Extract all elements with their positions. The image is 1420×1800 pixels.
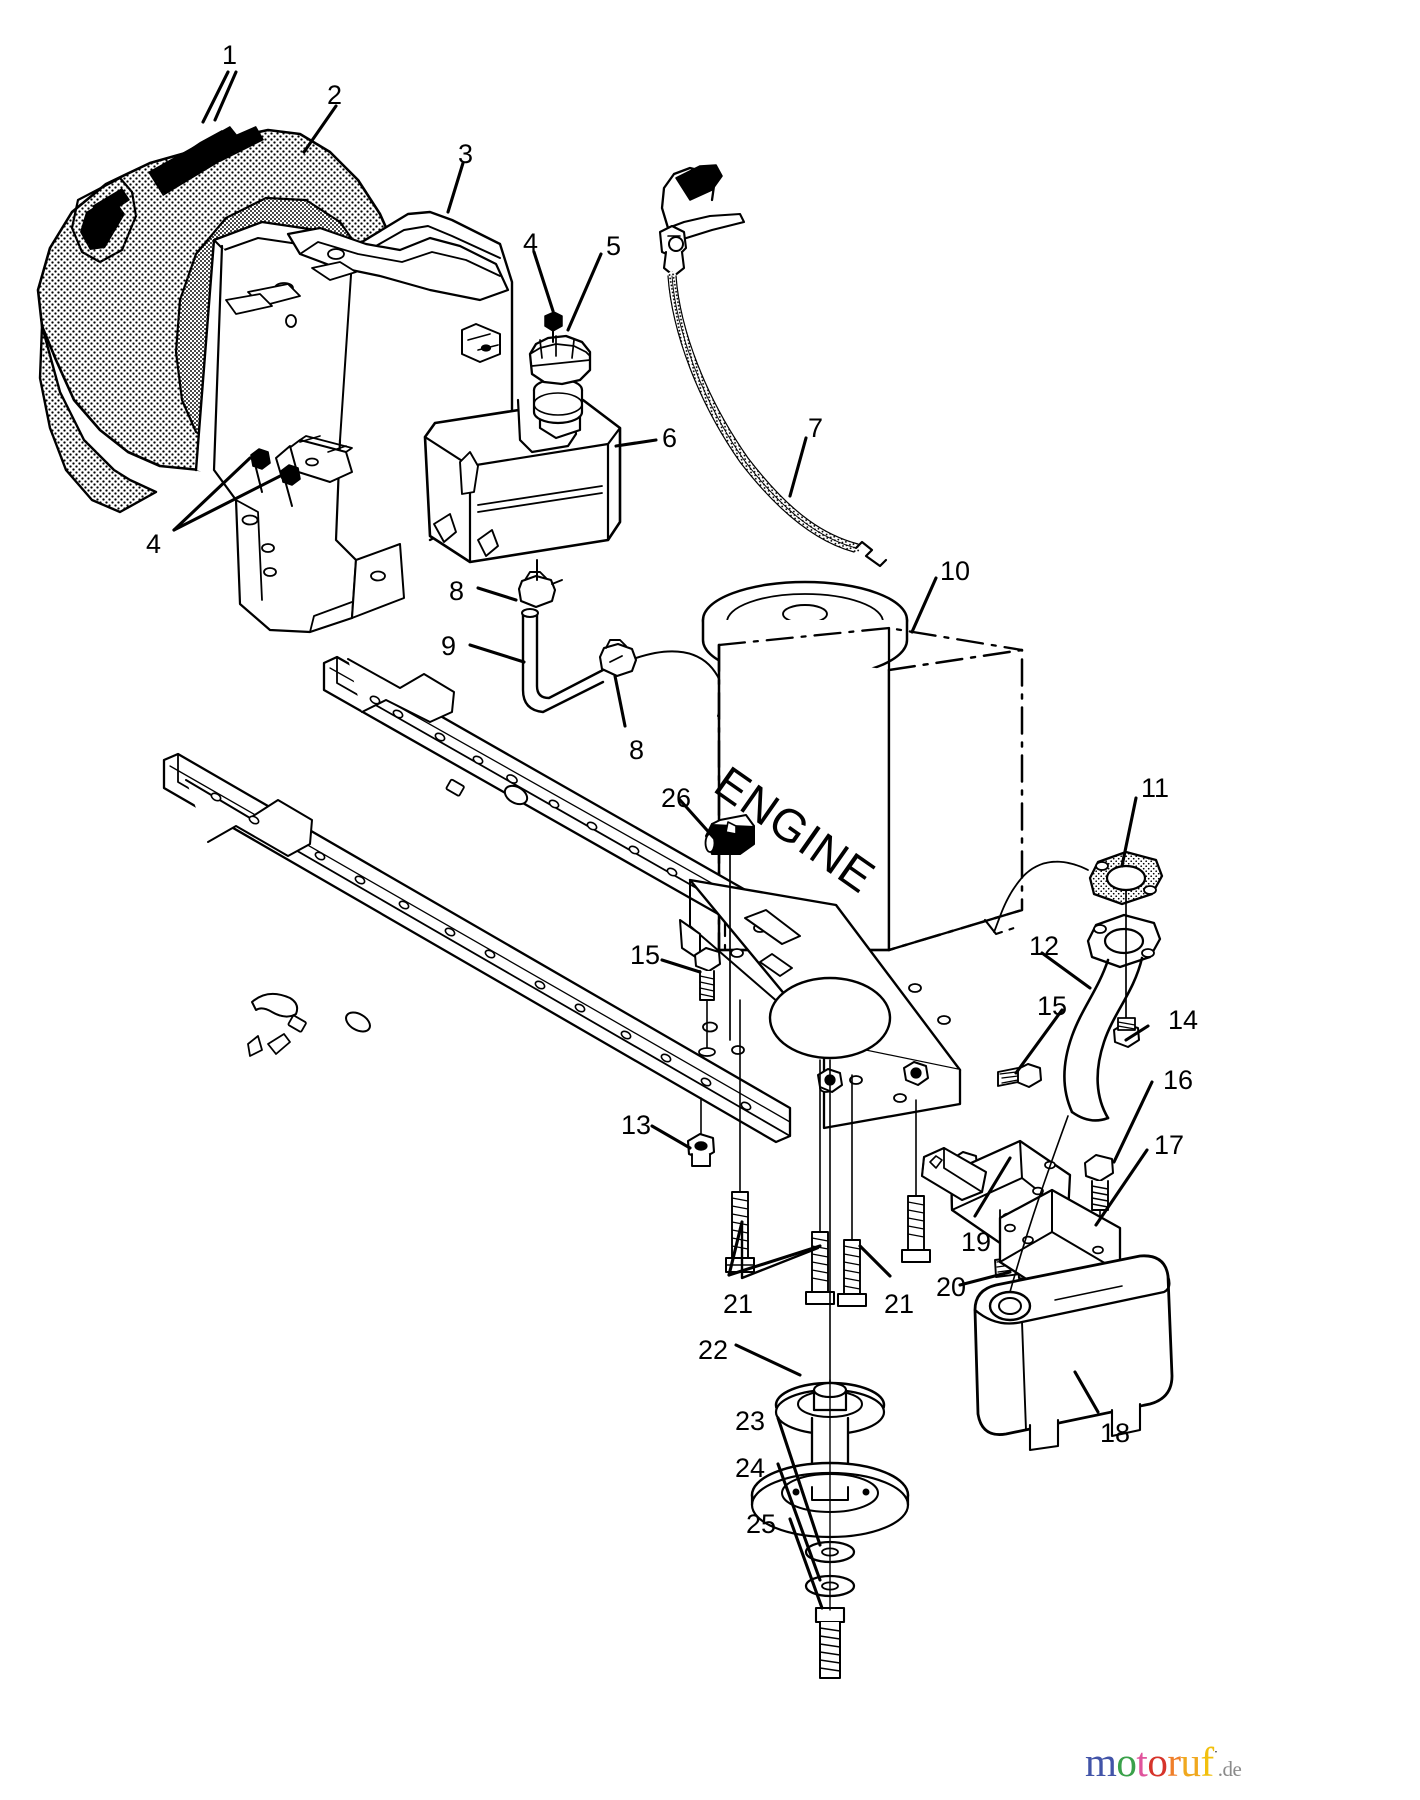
callout-4b: 4	[146, 529, 162, 559]
fuel-cap	[528, 334, 592, 386]
callout-18: 18	[1100, 1418, 1131, 1448]
callout-4a: 4	[523, 228, 539, 258]
leader-brackets	[740, 1220, 820, 1280]
callout-21a: 21	[723, 1289, 754, 1319]
engine-fitting-26	[704, 814, 755, 1041]
callout-7: 7	[808, 413, 824, 443]
screw-4b	[280, 464, 301, 507]
pulley-assembly	[750, 1379, 910, 1679]
callout-15b: 15	[1037, 991, 1068, 1021]
watermark-letter-6: f	[1200, 1739, 1214, 1785]
callout-25: 25	[746, 1509, 777, 1539]
engine-block	[701, 580, 1024, 957]
exhaust-assembly	[993, 850, 1164, 1122]
callout-9: 9	[441, 631, 457, 661]
throttle-control	[658, 164, 888, 568]
callout-16: 16	[1163, 1065, 1194, 1095]
leader-lines	[172, 70, 1154, 1610]
callout-22: 22	[698, 1335, 729, 1365]
callout-5: 5	[606, 231, 622, 261]
watermark-letter-3: o	[1147, 1739, 1168, 1785]
watermark-letter-0: m	[1085, 1739, 1117, 1785]
screw-4a	[250, 448, 271, 493]
callout-3: 3	[458, 139, 474, 169]
watermark-wordmark: motoruf	[1085, 1739, 1214, 1785]
watermark-letter-5: u	[1180, 1739, 1201, 1785]
muffler	[973, 1115, 1174, 1452]
muffler-brackets	[920, 1139, 1122, 1304]
watermark-dot: ˙	[1213, 1749, 1219, 1764]
callout-19: 19	[961, 1227, 992, 1257]
chassis-frame	[162, 655, 962, 1144]
callout-1: 1	[222, 40, 238, 70]
fuel-line-and-clamps	[517, 559, 724, 717]
inner-bracket	[461, 323, 501, 363]
site-watermark: motoruf˙.de	[1085, 1738, 1242, 1786]
watermark-letter-2: t	[1136, 1739, 1148, 1785]
callout-14: 14	[1168, 1005, 1199, 1035]
callout-6: 6	[662, 423, 678, 453]
watermark-letter-1: o	[1116, 1739, 1137, 1785]
watermark-letter-4: r	[1167, 1739, 1181, 1785]
callout-23: 23	[735, 1406, 766, 1436]
watermark-suffix: .de	[1217, 1757, 1242, 1781]
callout-20: 20	[936, 1272, 967, 1302]
callout-2: 2	[327, 80, 343, 110]
callout-24: 24	[735, 1453, 766, 1483]
callout-21b: 21	[884, 1289, 915, 1319]
callout-10: 10	[940, 556, 971, 586]
callout-26: 26	[661, 783, 692, 813]
callout-17: 17	[1154, 1130, 1185, 1160]
callout-12: 12	[1029, 931, 1060, 961]
callout-15a: 15	[630, 940, 661, 970]
callout-11: 11	[1141, 773, 1170, 803]
callout-8a: 8	[449, 576, 465, 606]
callout-13: 13	[621, 1110, 652, 1140]
callout-8b: 8	[629, 735, 645, 765]
